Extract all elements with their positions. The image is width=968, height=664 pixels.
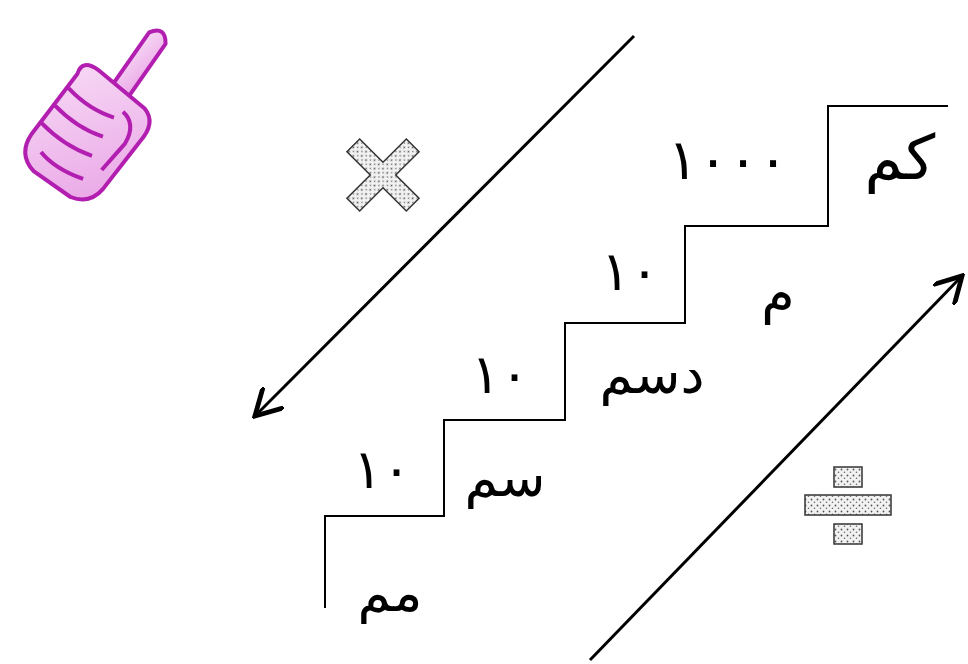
label-number: ١٠: [353, 440, 411, 499]
divide-symbol: [805, 467, 891, 544]
label-number: ١٠٠٠: [668, 129, 788, 191]
pointing-hand-icon: [15, 4, 199, 211]
unit-label: مم: [358, 563, 423, 622]
unit-label: دسم: [599, 345, 704, 404]
multiply-symbol: [324, 116, 443, 235]
unit-label: سم: [464, 448, 545, 507]
multiply-arrow: [257, 36, 634, 414]
unit-label: م: [761, 264, 794, 323]
unit-label: كم: [865, 124, 936, 192]
label-number: ١٠: [471, 345, 529, 404]
divide-arrow: [590, 278, 960, 660]
label-number: ١٠: [601, 242, 659, 301]
staircase-line: [325, 106, 948, 608]
